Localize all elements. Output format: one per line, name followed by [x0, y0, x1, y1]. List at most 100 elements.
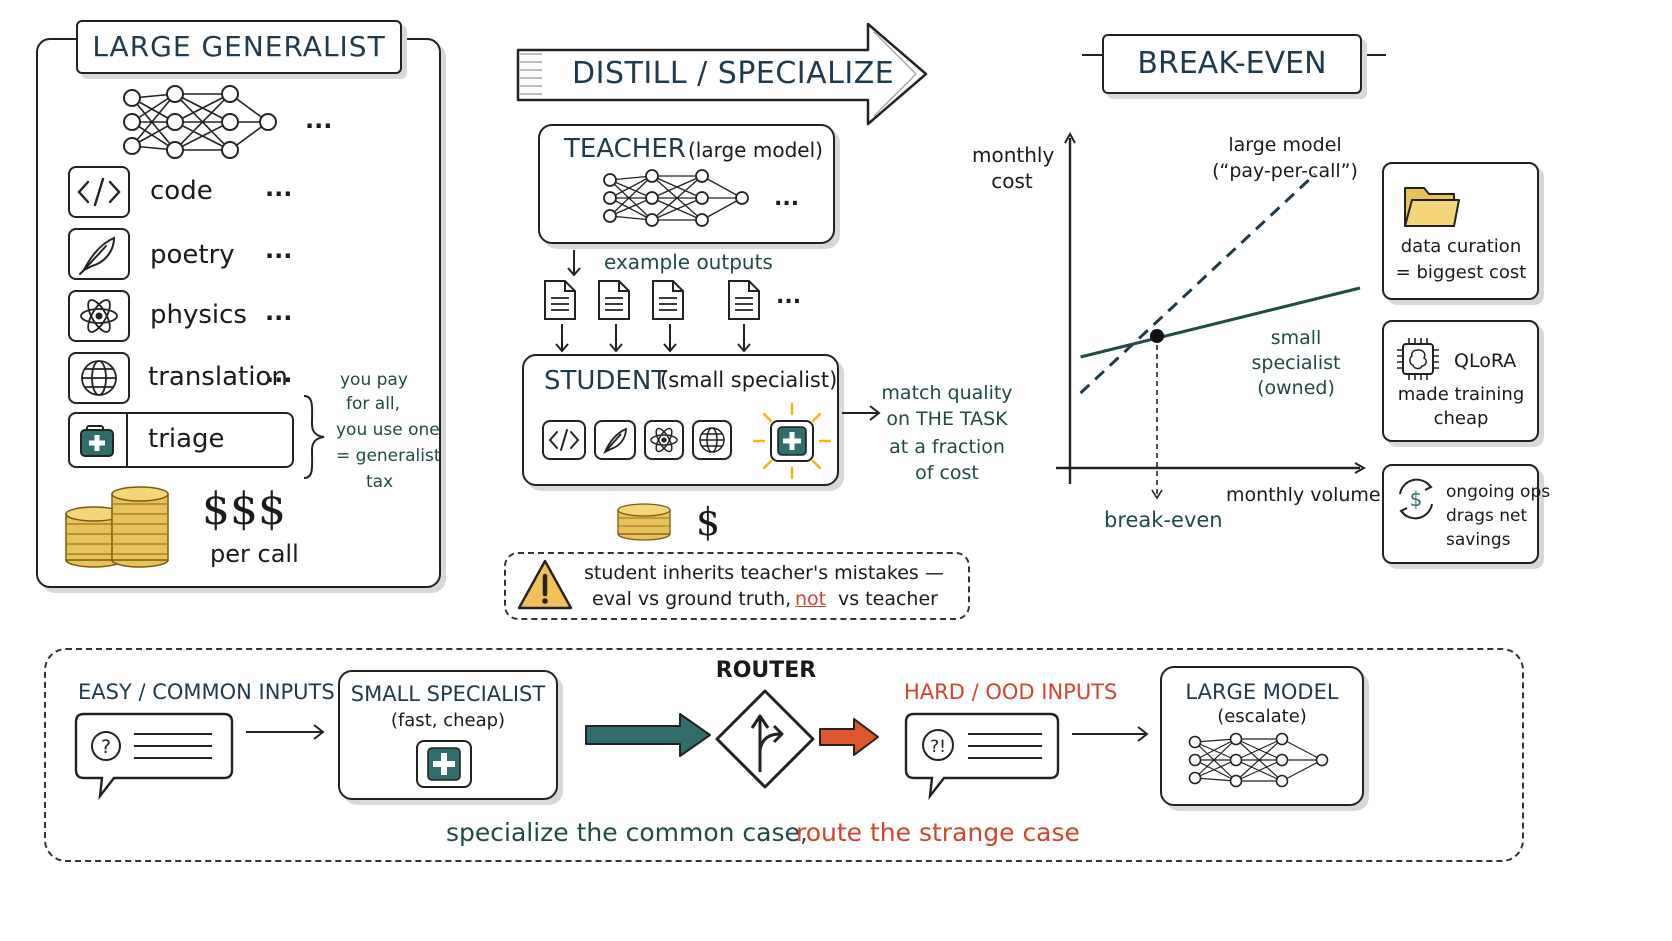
series-line-small-specialist [1080, 286, 1361, 359]
network-icon-teacher [603, 169, 749, 227]
breakeven-annotation: break-even [1104, 508, 1223, 532]
document-icon-2 [598, 280, 630, 320]
task-icon-box-poetry [68, 228, 130, 280]
document-icon-1 [544, 280, 576, 320]
warning-line-2b: vs teacher [838, 588, 938, 610]
teal-flow-arrow [585, 713, 711, 757]
arrow-student-to-note [842, 405, 881, 421]
feather-icon [603, 427, 627, 454]
example-outputs-label: example outputs [604, 250, 773, 274]
warning-icon [517, 559, 573, 610]
tax-note-line-2: for all, [346, 394, 401, 414]
task-label-physics: physics [150, 300, 247, 330]
warning-line-1: student inherits teacher's mistakes — [584, 562, 944, 584]
document-icon-3 [652, 280, 684, 320]
globe-icon [699, 427, 725, 453]
hard-inputs-label: HARD / OOD INPUTS [904, 680, 1118, 704]
coins-stack-large [65, 486, 169, 568]
generalist-more-dots: ... [305, 106, 333, 134]
speech-bubble-easy: ? [74, 712, 234, 801]
small-specialist-title: SMALL SPECIALIST [350, 682, 546, 706]
task-more-physics: ... [265, 298, 293, 326]
student-icon-box-triage [770, 420, 814, 462]
dollar-cycle-icon: $ [1399, 478, 1433, 520]
atom-icon [650, 427, 678, 453]
folder-icon [1404, 187, 1460, 227]
specialist-icon-box [416, 740, 472, 788]
teacher-box [538, 124, 835, 244]
tax-note-line-5: tax [366, 472, 394, 492]
breakeven-point [1150, 329, 1164, 343]
distill-arrow [516, 22, 928, 126]
network-icon-large-model [1188, 732, 1329, 788]
task-icon-box-code [68, 166, 130, 218]
series-label-large-model: large model (“pay-per-call”) [1212, 134, 1358, 182]
card-qlora-line-3: cheap [1433, 408, 1489, 429]
task-icon-box-translation [68, 352, 130, 404]
coins-stack-small [617, 503, 671, 541]
card-ongoing-ops-line-1: ongoing ops [1446, 482, 1551, 502]
chip-icon [1397, 338, 1439, 380]
router-sign-icon [715, 689, 815, 789]
code-icon [77, 177, 121, 207]
generalist-title-tag [76, 20, 402, 74]
student-icon-box-code [542, 420, 586, 460]
warning-line-2-not: not [795, 588, 827, 610]
card-qlora-line-2: made training [1397, 384, 1525, 405]
tax-brace [303, 395, 325, 479]
card-data-curation [1382, 162, 1539, 300]
series-label-small-specialist: small specialist (owned) [1251, 327, 1341, 399]
medical-cross-icon [777, 426, 807, 456]
network-icon-generalist [123, 85, 277, 159]
warning-line-2a: eval vs ground truth, [592, 588, 792, 610]
small-specialist-subtitle: (fast, cheap) [390, 710, 506, 731]
task-label-poetry: poetry [150, 240, 235, 270]
arrow-easy-to-specialist [246, 724, 325, 740]
match-note-line-2: on THE TASK [886, 408, 1008, 430]
svg-text:?!: ?! [930, 737, 946, 757]
match-note-line-1: match quality [881, 382, 1013, 404]
medical-kit-icon [80, 425, 114, 457]
task-more-poetry: ... [265, 236, 293, 264]
easy-inputs-label: EASY / COMMON INPUTS [78, 680, 335, 704]
atom-icon [80, 299, 118, 333]
task-more-translation: ... [265, 360, 293, 388]
sparkle-rays [752, 402, 832, 480]
card-qlora [1382, 320, 1539, 442]
card-ongoing-ops-line-3: savings [1446, 530, 1511, 550]
arrow-teacher-to-outputs [567, 250, 581, 277]
distill-arrow-label: DISTILL / SPECIALIZE [572, 56, 895, 91]
teacher-title: TEACHER [564, 134, 686, 164]
price-large: $$$ [202, 484, 286, 535]
feather-icon [79, 236, 116, 275]
series-line-large-model [1079, 172, 1317, 395]
large-model-title: LARGE MODEL [1185, 680, 1339, 704]
breakeven-title-tag [1102, 34, 1362, 94]
match-note-line-4: of cost [915, 462, 979, 484]
router-label: ROUTER [715, 658, 817, 683]
document-icon-4 [728, 280, 760, 320]
breakeven-chart [1056, 130, 1370, 500]
orange-flow-arrow [819, 718, 879, 756]
generalist-title: LARGE GENERALIST [92, 30, 386, 63]
svg-text:?: ? [101, 736, 111, 758]
speech-bubble-hard: ?! [904, 712, 1060, 801]
student-title: STUDENT [544, 366, 668, 396]
match-note-line-3: at a fraction [889, 436, 1005, 458]
globe-icon [81, 360, 117, 396]
teacher-more-dots: ... [774, 186, 800, 211]
code-icon [548, 429, 580, 451]
svg-text:$: $ [1410, 487, 1423, 511]
documents-more-dots: ... [776, 284, 802, 309]
student-icon-box-physics [644, 420, 684, 460]
arrow-hard-to-large [1072, 726, 1149, 742]
tagline-strange-case: route the strange case [796, 818, 1080, 847]
price-unit-large: per call [210, 540, 299, 568]
arrows-outputs-to-student [555, 324, 751, 353]
card-data-curation-line-1: data curation [1400, 236, 1522, 257]
tax-note-line-1: you pay [340, 370, 408, 390]
card-ongoing-ops [1382, 464, 1539, 564]
student-icon-box-poetry [594, 420, 636, 460]
student-subtitle: (small specialist) [660, 368, 838, 392]
card-ongoing-ops-line-2: drags net [1446, 506, 1528, 526]
